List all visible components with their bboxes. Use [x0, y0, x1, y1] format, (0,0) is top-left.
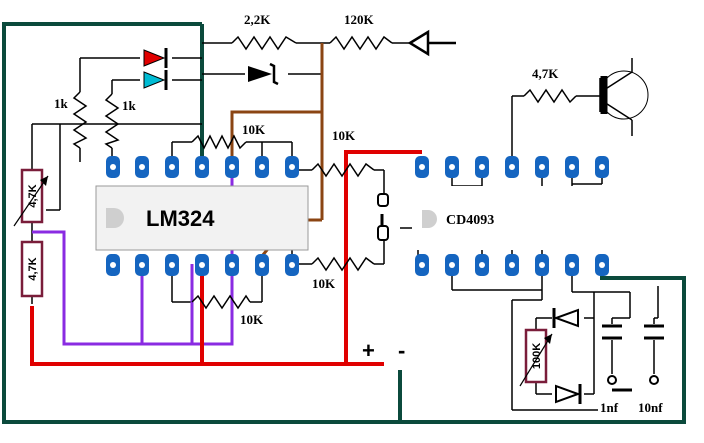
capacitor-1nf-icon: 1nf: [600, 324, 622, 415]
diode-top-icon: [552, 308, 579, 328]
resistor-10k-bottom-right: 10K: [311, 256, 375, 291]
label-10k-bottom: 10K: [240, 312, 264, 327]
board-outline: [2, 22, 686, 424]
chip-cd4093: CD4093: [412, 186, 618, 250]
led-red-icon: [143, 48, 168, 68]
resistor-2-2k: 2,2K: [231, 12, 297, 51]
resistor-10k-top: 10K: [191, 122, 266, 150]
label-10k-top: 10K: [242, 122, 266, 137]
transistor-icon: [599, 70, 649, 120]
label-1nf: 1nf: [600, 400, 619, 415]
resistor-10k-bottom: 10K: [191, 294, 264, 327]
label-4-7k-transistor: 4,7K: [532, 66, 559, 81]
resistor-1k-b: 1k: [104, 93, 137, 149]
cd4093-pads-bottom-holes: [419, 262, 605, 268]
resistor-4-7k-left-bottom: 4,7K: [20, 240, 44, 298]
resistor-1k-a: 1k: [54, 91, 88, 149]
switch-icon: [377, 193, 389, 241]
minus-sign: -: [398, 338, 405, 363]
led-cyan-icon: [143, 70, 168, 90]
lm324-pads-top-holes: [110, 164, 295, 170]
label-10nf: 10nf: [638, 400, 663, 415]
label-1k-a: 1k: [54, 96, 69, 111]
resistor-4-7k-transistor: 4,7K: [523, 66, 577, 104]
lm324-label: LM324: [146, 206, 215, 231]
label-10k-bottom-right: 10K: [312, 276, 336, 291]
capacitor-10nf-icon: 10nf: [638, 324, 664, 415]
cd4093-pads-top-holes: [419, 164, 605, 170]
diode-bottom-icon: [555, 384, 582, 404]
cd4093-label: CD4093: [446, 213, 494, 228]
chip-lm324: LM324: [95, 185, 309, 251]
resistor-120k: 120K: [329, 12, 393, 51]
red-traces: [30, 150, 422, 366]
potentiometer-100k: 100K: [519, 328, 553, 387]
resistor-4-7k-left-top: 4,7K: [13, 168, 49, 227]
value-4-7k-bottom: 4,7K: [27, 257, 39, 280]
label-120k: 120K: [344, 12, 375, 27]
label-2-2k: 2,2K: [244, 12, 271, 27]
zener-diode-icon: [248, 62, 279, 86]
input-arrow-icon: [407, 29, 456, 57]
label-10k-out: 10K: [332, 128, 356, 143]
lm324-pads-bottom-holes: [110, 262, 295, 268]
resistor-10k-out: 10K: [311, 128, 375, 178]
plus-sign: +: [362, 338, 375, 363]
label-1k-b: 1k: [122, 98, 137, 113]
